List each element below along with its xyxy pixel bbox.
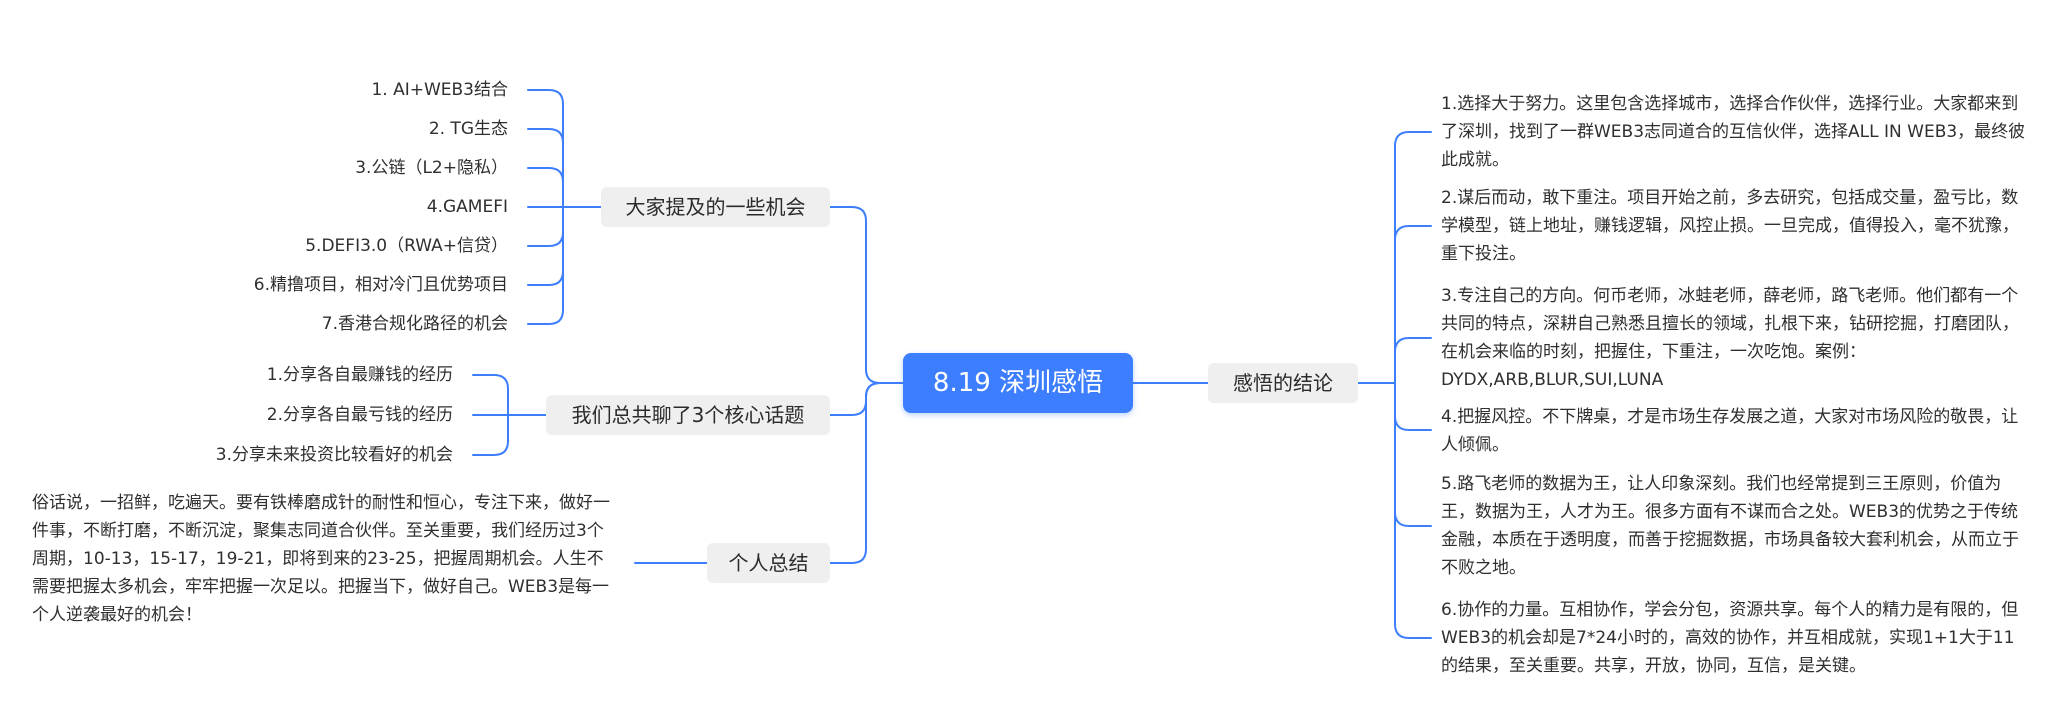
topic-opportunities[interactable]: 大家提及的一些机会 [601,187,830,227]
topic-core-discussions[interactable]: 我们总共聊了3个核心话题 [546,395,830,435]
topic-conclusions[interactable]: 感悟的结论 [1208,363,1358,403]
central-topic[interactable]: 8.19 深圳感悟 [903,353,1133,413]
connector-core-3 [472,414,509,456]
leaf-core-2[interactable]: 2.分享各自最亏钱的经历 [266,405,453,425]
leaf-opportunity-7[interactable]: 7.香港合规化路径的机会 [321,314,508,334]
connector-right-1 [1394,131,1432,384]
conclusion-item-2[interactable]: 2.谋后而动，敢下重注。项目开始之前，多去研究，包括成交量，盈亏比，数学模型，链… [1441,188,2019,264]
leaf-opportunity-3[interactable]: 3.公链（L2+隐私） [355,158,508,178]
connector-core-1 [472,374,509,416]
connector-opp-5 [527,206,564,247]
connector-central-to-summary [829,382,904,564]
leaf-opportunity-2[interactable]: 2. TG生态 [428,119,508,139]
summary-paragraph[interactable]: 俗话说，一招鲜，吃遍天。要有铁棒磨成针的耐性和恒心，专注下来，做好一件事，不断打… [32,493,610,625]
conclusion-item-6[interactable]: 6.协作的力量。互相协作，学会分包，资源共享。每个人的精力是有限的，但WEB3的… [1441,600,2019,676]
connector-central-to-opportunities [829,206,904,384]
connector-opp-1 [527,89,564,208]
connector-opp-7 [527,206,564,325]
connector-right-2 [1394,225,1432,384]
conclusion-item-4[interactable]: 4.把握风控。不下牌桌，才是市场生存发展之道，大家对市场风险的敬畏，让人倾佩。 [1441,407,2019,455]
leaf-core-3[interactable]: 3.分享未来投资比较看好的机会 [215,445,453,465]
leaf-opportunity-4[interactable]: 4.GAMEFI [426,197,508,217]
leaf-opportunity-6[interactable]: 6.精撸项目，相对冷门且优势项目 [253,275,508,295]
connector-right-3 [1394,337,1432,384]
connector-right-5 [1394,382,1432,527]
connector-right-4 [1394,382,1432,431]
leaf-core-1[interactable]: 1.分享各自最赚钱的经历 [266,365,453,385]
conclusion-item-3[interactable]: 3.专注自己的方向。何币老师，冰蛙老师，薛老师，路飞老师。他们都有一个共同的特点… [1441,286,2019,390]
conclusion-item-5[interactable]: 5.路飞老师的数据为王，让人印象深刻。我们也经常提到三王原则，价值为王，数据为王… [1441,474,2019,578]
leaf-opportunity-5[interactable]: 5.DEFI3.0（RWA+信贷） [305,236,508,256]
connector-opp-3 [527,167,564,208]
connector-right-6 [1394,382,1432,639]
conclusion-item-1[interactable]: 1.选择大于努力。这里包含选择城市，选择合作伙伴，选择行业。大家都来到了深圳，找… [1441,94,2026,170]
connector-opp-2 [527,128,564,208]
leaf-opportunity-1[interactable]: 1. AI+WEB3结合 [371,80,508,100]
topic-personal-summary[interactable]: 个人总结 [707,543,830,583]
